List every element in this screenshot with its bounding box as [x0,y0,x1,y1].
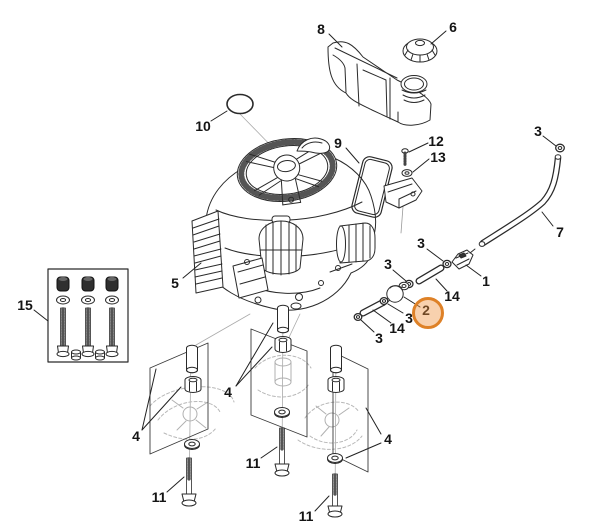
hose-piece-lower-drawing [353,296,389,322]
screw-and-washer-drawing [401,148,413,177]
hose-clip-icon [555,143,565,153]
part-label-9[interactable]: 9 [334,135,342,151]
part-label-8[interactable]: 8 [317,21,325,37]
o-ring-drawing [226,93,254,115]
fuel-tank-drawing [327,41,432,126]
bolt-kit-box-drawing [47,268,129,363]
hose-piece-upper-drawing [404,264,445,289]
part-label-11-a[interactable]: 11 [151,489,167,505]
part-label-4-c[interactable]: 4 [384,431,392,447]
part-label-13[interactable]: 13 [430,149,446,165]
part-label-5[interactable]: 5 [171,275,179,291]
part-label-14-b[interactable]: 14 [389,320,405,336]
phantom-hubs [171,357,350,437]
part-label-3-b[interactable]: 3 [417,235,425,251]
part-label-3-a[interactable]: 3 [534,123,542,139]
engine-drawing [191,137,377,311]
assembly-middle [274,304,292,477]
fuel-cap-drawing [402,38,438,63]
part-label-6[interactable]: 6 [449,19,457,35]
part-label-3-c[interactable]: 3 [384,256,392,272]
hose-bracket-drawing [351,156,423,218]
part-label-10[interactable]: 10 [195,118,211,134]
part-label-12[interactable]: 12 [428,133,444,149]
assembly-left [181,344,202,507]
highlight-circle [412,297,444,329]
bolt-kit-items [56,276,119,361]
fuel-hose-drawing [478,154,562,247]
part-label-11-c[interactable]: 11 [298,508,314,524]
fuel-valve-drawing [442,248,476,270]
part-label-14-a[interactable]: 14 [444,288,460,304]
part-label-7[interactable]: 7 [556,224,564,240]
assembly-right [327,344,345,518]
leader-lines [33,30,557,512]
part-label-3-e[interactable]: 3 [375,330,383,346]
part-label-1[interactable]: 1 [482,273,490,289]
part-label-4-b[interactable]: 4 [224,384,232,400]
part-label-11-b[interactable]: 11 [245,455,261,471]
part-label-15[interactable]: 15 [17,297,33,313]
part-label-3-d[interactable]: 3 [405,310,413,326]
part-label-4-a[interactable]: 4 [132,428,140,444]
